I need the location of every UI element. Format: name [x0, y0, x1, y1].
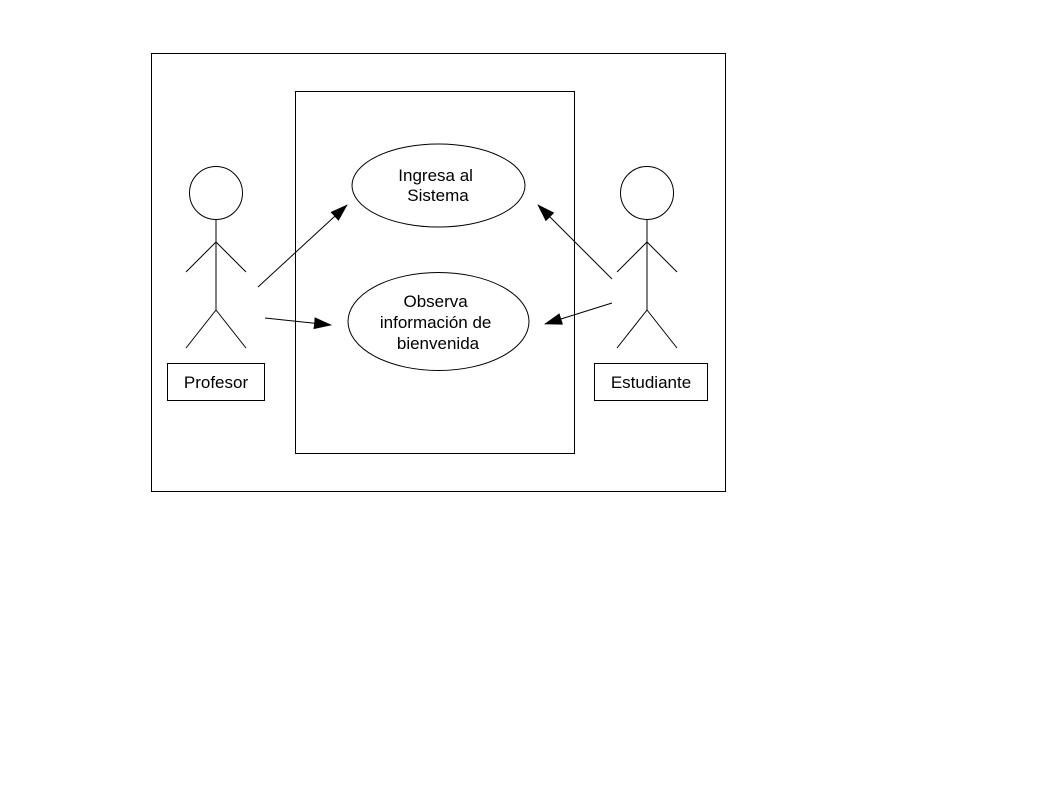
- actor-student-arm-right: [646, 241, 678, 273]
- actor-teacher-arm-right: [215, 241, 247, 273]
- actor-student-leg-left: [616, 309, 648, 349]
- association-teacher-welcome: [264, 317, 332, 330]
- use-case-welcome: Observa información de bienvenida: [347, 272, 530, 371]
- actor-student-arm-left: [616, 241, 648, 273]
- actor-teacher: [185, 166, 247, 349]
- use-case-login-line-1: Ingresa al: [398, 166, 473, 185]
- use-case-login-label: Ingresa al Sistema: [398, 166, 477, 205]
- association-student-login: [537, 204, 613, 280]
- diagram-frame: [151, 53, 726, 492]
- use-case-welcome-label: Observa información de bienvenida: [380, 292, 496, 353]
- actor-student-head: [620, 166, 674, 220]
- actor-teacher-label: Profesor: [184, 373, 249, 392]
- actor-teacher-arm-left: [185, 241, 217, 273]
- actor-teacher-leg-right: [215, 309, 247, 349]
- actor-student-label-box: [594, 363, 708, 401]
- association-teacher-login: [257, 204, 348, 288]
- use-case-welcome-line-2: información de: [380, 313, 492, 332]
- use-case-login-ellipse: [351, 143, 526, 228]
- actor-teacher-leg-left: [185, 309, 217, 349]
- use-case-welcome-line-3: bienvenida: [397, 334, 480, 353]
- use-case-welcome-ellipse: [347, 272, 530, 371]
- system-boundary: [295, 91, 575, 454]
- use-case-welcome-line-1: Observa: [404, 292, 469, 311]
- actor-student-leg-right: [646, 309, 678, 349]
- actor-student: [616, 166, 678, 349]
- actor-teacher-head: [189, 166, 243, 220]
- use-case-login-line-2: Sistema: [407, 186, 469, 205]
- actor-teacher-label-box: [167, 363, 265, 401]
- use-case-login: Ingresa al Sistema: [351, 143, 526, 228]
- actor-student-label: Estudiante: [611, 373, 691, 392]
- association-student-welcome: [544, 302, 613, 325]
